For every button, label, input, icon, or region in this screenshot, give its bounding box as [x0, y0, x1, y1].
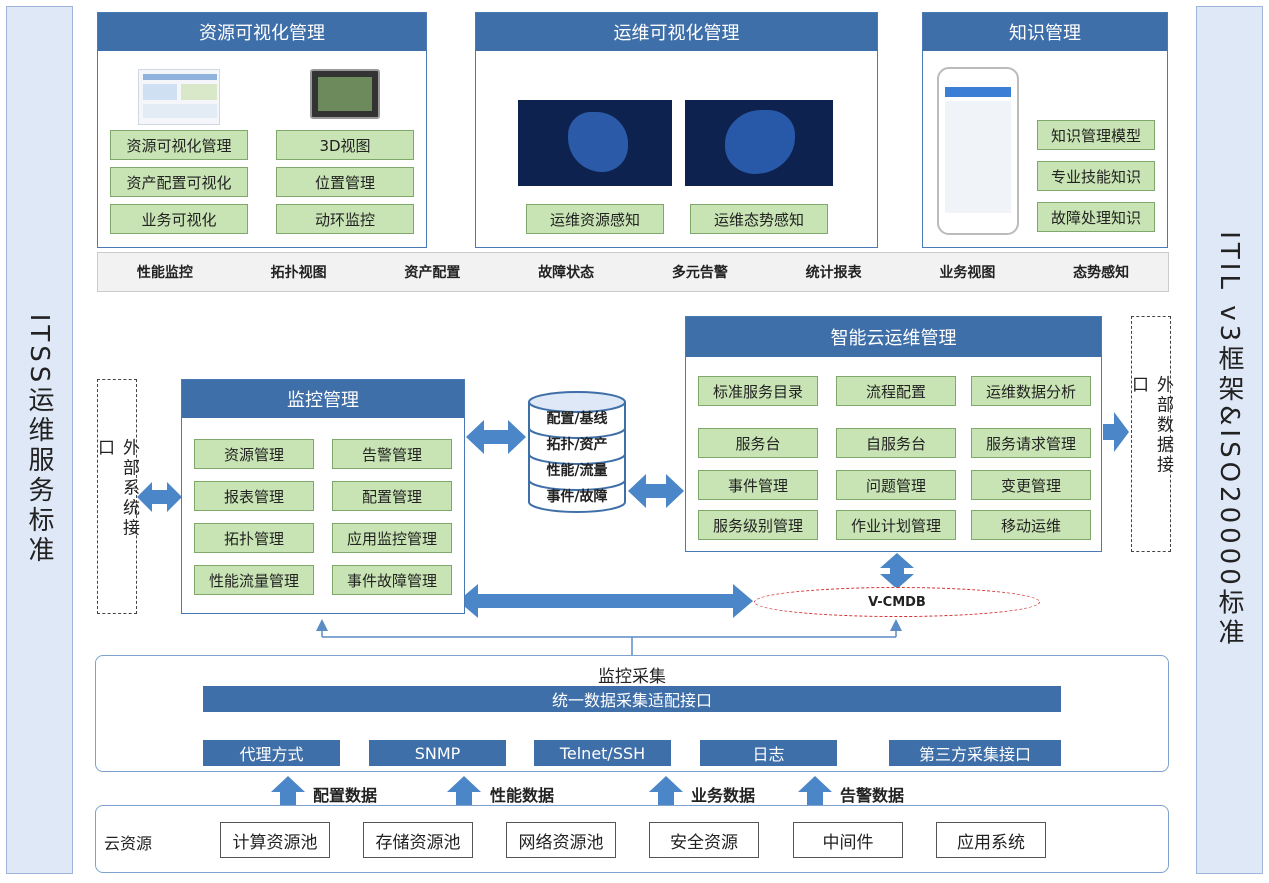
monitor-mgmt-title: 监控管理 — [182, 380, 464, 418]
resource-visual-title: 资源可视化管理 — [98, 13, 426, 51]
resource-visual-mgmt-box: 资源可视化管理 — [110, 130, 248, 160]
cloud-resources-label: 云资源 — [104, 834, 153, 853]
snmp-box: SNMP — [369, 740, 506, 766]
compute-pool-box: 计算资源池 — [220, 822, 330, 858]
event-mgmt-box: 事件管理 — [698, 470, 818, 500]
service-catalog-box: 标准服务目录 — [698, 376, 818, 406]
cloud-vcmdb-arrow — [880, 553, 914, 589]
feature-stat-report: 统计报表 — [805, 265, 862, 281]
cloud-resources-panel: 云资源 计算资源池 存储资源池 网络资源池 安全资源 中间件 应用系统 — [95, 805, 1169, 873]
ops-situation-map-icon — [685, 100, 833, 186]
feature-asset-config: 资产配置 — [404, 265, 461, 281]
middleware-box: 中间件 — [793, 822, 903, 858]
feature-bar: 性能监控 拓扑视图 资产配置 故障状态 多元告警 统计报表 业务视图 态势感知 — [97, 252, 1169, 292]
config-data-label: 配置数据 — [313, 786, 378, 805]
skill-knowledge-box: 专业技能知识 — [1037, 161, 1155, 191]
db-layer-perf: 性能/流量 — [546, 463, 608, 479]
view-3d-box: 3D视图 — [276, 130, 414, 160]
agent-method-box: 代理方式 — [203, 740, 340, 766]
external-system-interface: 外部系统接口 — [94, 379, 139, 614]
telnet-ssh-box: Telnet/SSH — [534, 740, 671, 766]
database-cylinder-icon: 配置/基线 拓扑/资产 性能/流量 事件/故障 — [527, 390, 627, 514]
db-cloud-arrow — [628, 474, 684, 508]
cloud-ops-panel: 智能云运维管理 标准服务目录 流程配置 运维数据分析 服务台 自服务台 服务请求… — [685, 316, 1102, 552]
feature-perf-monitor: 性能监控 — [136, 265, 193, 281]
monitor-vcmdb-arrow — [458, 584, 753, 618]
resource-visual-panel: 资源可视化管理 资源可视化管理 资产配置可视化 业务可视化 3D视图 位置管理 … — [97, 12, 427, 248]
event-fault-mgmt-box: 事件故障管理 — [332, 565, 452, 595]
perf-data-label: 性能数据 — [490, 786, 555, 805]
config-mgmt-box: 配置管理 — [332, 481, 452, 511]
external-system-label: 外部系统接口 — [94, 438, 139, 539]
alert-mgmt-box: 告警管理 — [332, 439, 452, 469]
unified-adapter-bar: 统一数据采集适配接口 — [203, 686, 1061, 712]
knowledge-title: 知识管理 — [923, 13, 1167, 51]
app-monitor-mgmt-box: 应用监控管理 — [332, 523, 452, 553]
sla-mgmt-box: 服务级别管理 — [698, 510, 818, 540]
ops-visual-panel: 运维可视化管理 运维资源感知 运维态势感知 — [475, 12, 878, 248]
mobile-ops-box: 移动运维 — [971, 510, 1091, 540]
feature-business-view: 业务视图 — [939, 265, 996, 281]
business-data-label: 业务数据 — [691, 786, 756, 805]
job-plan-mgmt-box: 作业计划管理 — [836, 510, 956, 540]
right-standard-label: ITIL v3框架&ISO20000标准 — [1214, 231, 1244, 649]
storage-pool-box: 存储资源池 — [363, 822, 473, 858]
ext-monitor-arrow — [137, 482, 182, 512]
business-visual-box: 业务可视化 — [110, 204, 248, 234]
cloud-ext-arrow — [1103, 412, 1129, 452]
db-layer-config: 配置/基线 — [546, 411, 608, 427]
feature-situation-aware: 态势感知 — [1073, 265, 1130, 281]
ops-resource-aware-box: 运维资源感知 — [526, 204, 664, 234]
cloud-ops-title: 智能云运维管理 — [686, 317, 1101, 357]
service-desk-box: 服务台 — [698, 428, 818, 458]
feature-fault-status: 故障状态 — [538, 265, 595, 281]
monitor-db-arrow — [466, 420, 526, 454]
self-service-desk-box: 自服务台 — [836, 428, 956, 458]
monitor-3d-icon — [310, 69, 380, 119]
service-request-box: 服务请求管理 — [971, 428, 1091, 458]
asset-config-visual-box: 资产配置可视化 — [110, 167, 248, 197]
process-config-box: 流程配置 — [836, 376, 956, 406]
left-standard-sidebar: ITSS运维服务标准 — [6, 6, 73, 874]
dashboard-thumbnail-icon — [138, 69, 220, 125]
monitor-collect-title: 监控采集 — [598, 667, 666, 687]
feature-multi-alert: 多元告警 — [671, 265, 728, 281]
knowledge-model-box: 知识管理模型 — [1037, 120, 1155, 150]
external-data-label: 外部数据接口 — [1128, 375, 1173, 476]
ops-resource-map-icon — [518, 100, 672, 186]
resource-mgmt-box: 资源管理 — [194, 439, 314, 469]
vcmdb-ellipse: V-CMDB — [754, 587, 1040, 617]
left-standard-label: ITSS运维服务标准 — [24, 313, 54, 567]
ops-situation-aware-box: 运维态势感知 — [690, 204, 828, 234]
location-mgmt-box: 位置管理 — [276, 167, 414, 197]
application-system-box: 应用系统 — [936, 822, 1046, 858]
monitor-collect-panel: 监控采集 统一数据采集适配接口 代理方式 SNMP Telnet/SSH 日志 … — [95, 655, 1169, 772]
report-mgmt-box: 报表管理 — [194, 481, 314, 511]
third-party-collect-box: 第三方采集接口 — [889, 740, 1061, 766]
knowledge-panel: 知识管理 知识管理模型 专业技能知识 故障处理知识 — [922, 12, 1168, 248]
right-standard-sidebar: ITIL v3框架&ISO20000标准 — [1196, 6, 1263, 874]
change-mgmt-box: 变更管理 — [971, 470, 1091, 500]
feature-topology-view: 拓扑视图 — [270, 265, 327, 281]
perf-flow-mgmt-box: 性能流量管理 — [194, 565, 314, 595]
log-box: 日志 — [700, 740, 837, 766]
data-up-arrows — [271, 776, 832, 805]
external-data-interface: 外部数据接口 — [1128, 316, 1173, 552]
fault-knowledge-box: 故障处理知识 — [1037, 202, 1155, 232]
alert-data-label: 告警数据 — [840, 786, 905, 805]
db-layer-topology: 拓扑/资产 — [546, 437, 608, 453]
problem-mgmt-box: 问题管理 — [836, 470, 956, 500]
mobile-phone-icon — [937, 67, 1019, 235]
ops-visual-title: 运维可视化管理 — [476, 13, 877, 51]
monitor-mgmt-panel: 监控管理 资源管理 告警管理 报表管理 配置管理 拓扑管理 应用监控管理 性能流… — [181, 379, 465, 614]
security-resource-box: 安全资源 — [649, 822, 759, 858]
env-monitor-box: 动环监控 — [276, 204, 414, 234]
ops-data-analysis-box: 运维数据分析 — [971, 376, 1091, 406]
topology-mgmt-box: 拓扑管理 — [194, 523, 314, 553]
network-pool-box: 网络资源池 — [506, 822, 616, 858]
db-layer-event: 事件/故障 — [546, 489, 608, 505]
